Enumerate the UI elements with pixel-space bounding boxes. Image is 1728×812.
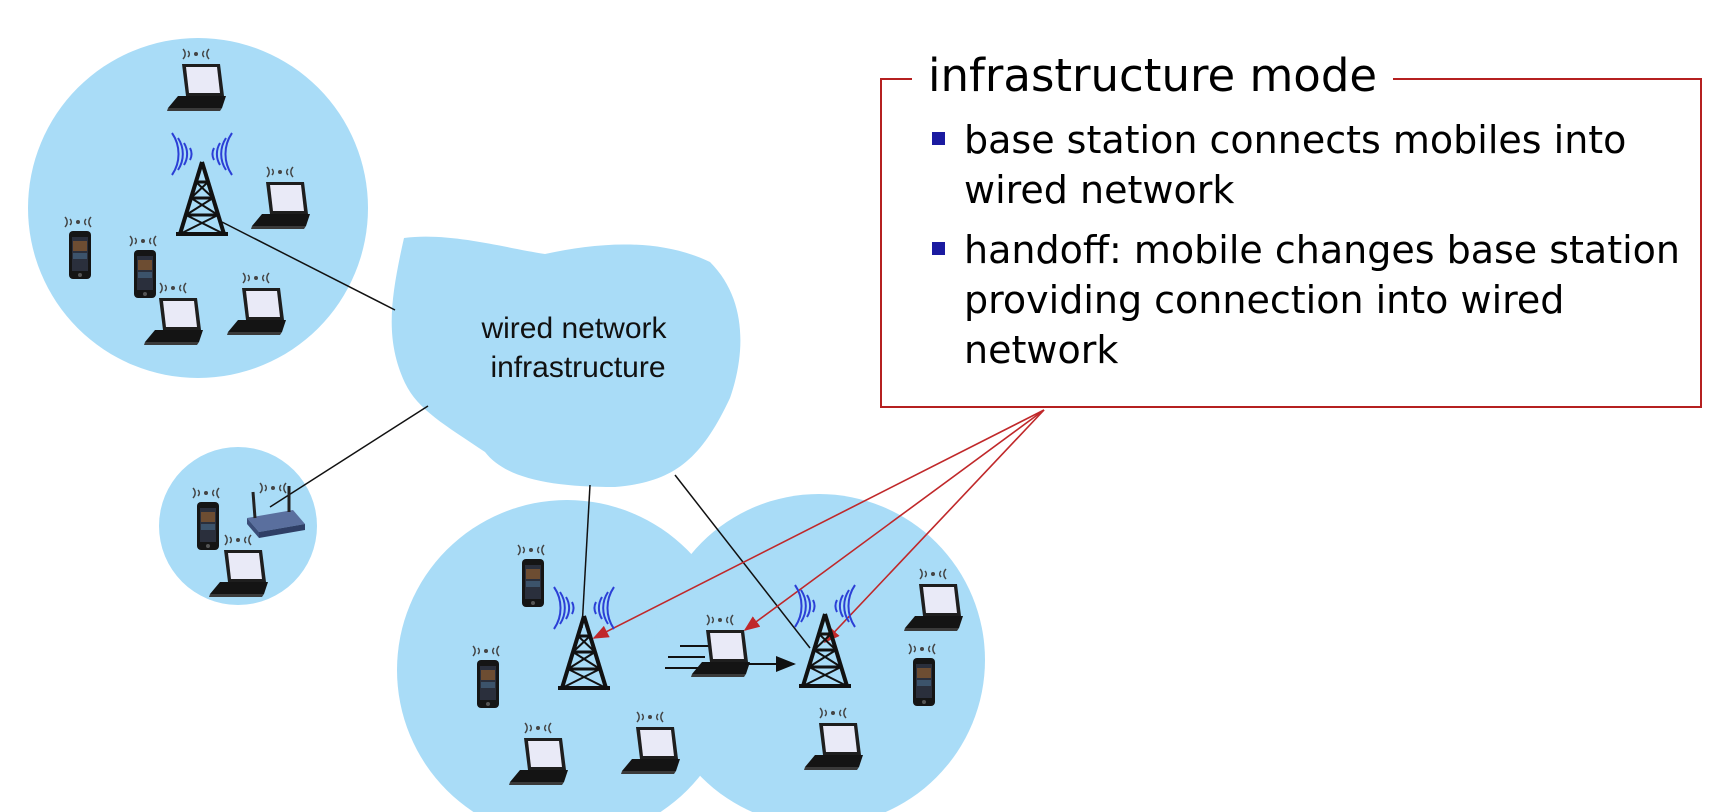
wired-link-router	[269, 405, 429, 508]
wired-network-cloud	[391, 236, 741, 487]
callout-title: infrastructure mode	[912, 42, 1394, 110]
pointer-arrow-laptop	[743, 409, 1045, 631]
wireless-cell-small	[159, 447, 317, 605]
pointer-arrow-right-tower	[823, 409, 1045, 644]
cloud-label-line2: infrastructure	[490, 351, 665, 384]
wired-link-bottom-right	[674, 474, 811, 649]
callout-bullet-text: handoff: mobile changes base station pro…	[964, 228, 1681, 372]
wifi-router-icon	[247, 482, 305, 538]
square-bullet-icon	[932, 132, 945, 145]
callout-bullet: handoff: mobile changes base station pro…	[930, 225, 1690, 375]
cloud-label-line1: wired network	[480, 312, 667, 345]
pointer-arrow-left-tower	[592, 409, 1045, 639]
square-bullet-icon	[932, 242, 945, 255]
moving-laptop	[665, 615, 796, 677]
callout-bullet-list: base station connects mobiles into wired…	[930, 115, 1690, 385]
wired-link-bottom-left	[581, 484, 591, 629]
callout-bullet: base station connects mobiles into wired…	[930, 115, 1690, 215]
callout-bullet-text: base station connects mobiles into wired…	[964, 118, 1627, 212]
wired-link-top	[221, 221, 396, 311]
